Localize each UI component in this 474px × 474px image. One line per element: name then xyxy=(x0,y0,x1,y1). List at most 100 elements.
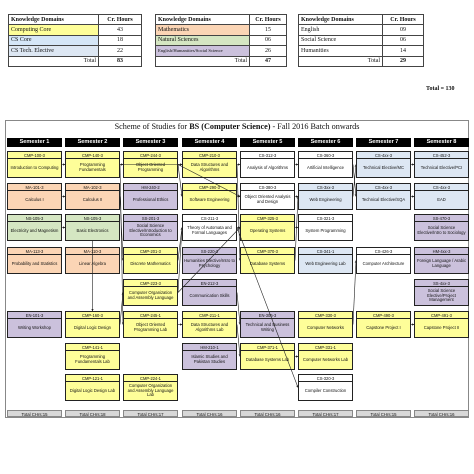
course-name: Operating Systems xyxy=(249,227,286,233)
course-code: CMP-244-3 xyxy=(124,152,177,159)
semester-total-credit-hours: Total CHrs:16 xyxy=(414,410,469,417)
course-code: CS-360-3 xyxy=(299,152,352,159)
course-name: Calculus II xyxy=(82,196,103,202)
table-total-row: Total 83 xyxy=(8,55,142,67)
course-name: Technical Elective/SQA xyxy=(361,196,406,202)
course-name: Technical Elective/MC xyxy=(363,164,404,170)
course-code: CMP-490-3 xyxy=(357,312,410,319)
course-code: HM-240-2 xyxy=(124,184,177,191)
course-code: MA-113-3 xyxy=(8,248,61,255)
table-header-domain: Knowledge Domains xyxy=(8,13,99,26)
hours-cell: 09 xyxy=(382,24,424,36)
table-total-row: Total 47 xyxy=(155,55,287,67)
course-name: Digital Logic Design xyxy=(73,324,111,330)
course-code: SS-470-3 xyxy=(415,215,468,222)
course-code: CMP-371-1 xyxy=(241,344,294,351)
semester-header-2: Semester 2 xyxy=(65,138,120,147)
course-code: CS-4xx-3 xyxy=(415,184,468,191)
course-name: Computer Networks Lab xyxy=(302,356,349,362)
course-name: Data Structures and Algorithms xyxy=(190,162,229,172)
domain-cell: Social Science xyxy=(298,34,383,47)
course-name: Programming Fundamentals xyxy=(79,162,106,172)
course-name: Compiler Construction xyxy=(304,387,347,393)
course-name: Calculus I xyxy=(25,196,44,202)
domain-cell: Natural Sciences xyxy=(155,34,250,47)
course-code: MA-101-3 xyxy=(8,184,61,191)
course-name: EAD xyxy=(437,196,446,202)
semester-total-credit-hours: Total CHrs:17 xyxy=(298,410,353,417)
course-code: CS-321-3 xyxy=(299,215,352,222)
course-code: CMP-370-3 xyxy=(241,248,294,255)
course-code: SS-220-3 xyxy=(183,248,236,255)
course-name: Linear Algebra xyxy=(78,260,106,266)
semester-header-1: Semester 1 xyxy=(7,138,62,147)
table-row: CS Tech. Elective 22 xyxy=(8,45,142,57)
course-code: CS-312-3 xyxy=(241,152,294,159)
course-name: Database Systems xyxy=(249,260,286,266)
semester-total-credit-hours: Total CHrs:15 xyxy=(356,410,411,417)
total-label: Total xyxy=(8,55,99,67)
grand-total: Total = 130 xyxy=(426,86,455,92)
course-name: Object Oriented Analysis and Design xyxy=(244,194,291,204)
table-header-domain: Knowledge Domains xyxy=(155,13,250,26)
course-name: Object Oriented Programming xyxy=(135,162,166,172)
course-name: Basic Electronics xyxy=(76,227,109,233)
course-code: CMP-224-1 xyxy=(124,375,177,382)
course-code: SS-201-3 xyxy=(124,215,177,222)
course-name: Computer Networks xyxy=(306,324,344,330)
total-label: Total xyxy=(298,55,383,67)
course-code: CMP-210-3 xyxy=(183,152,236,159)
course-name: Database Systems Lab xyxy=(245,356,290,362)
course-name: Discrete Mathematics xyxy=(130,260,171,266)
domain-cell: English/Humanities/Social Science xyxy=(155,45,250,57)
domain-cell: Humanities xyxy=(298,45,383,57)
table-total-row: Total 29 xyxy=(298,55,424,67)
semester-total-credit-hours: Total CHrs:15 xyxy=(7,410,62,417)
course-code: CMP-100-3 xyxy=(8,152,61,159)
course-name: Communication Skills xyxy=(189,292,230,298)
course-name: Software Engineering xyxy=(189,196,230,202)
hours-cell: 06 xyxy=(382,34,424,47)
course-code: SS-4xx-3 xyxy=(415,280,468,287)
domain-cell: CS Tech. Elective xyxy=(8,45,99,57)
scheme-title-prefix: Scheme of Studies for xyxy=(114,122,190,131)
summary-table-3: Knowledge Domains Cr. Hours English 09 S… xyxy=(298,13,424,67)
course-code: CMP-140-3 xyxy=(66,152,119,159)
course-code: CMP-160-3 xyxy=(66,312,119,319)
course-code: CS-211-3 xyxy=(183,215,236,222)
scheme-title-suffix: - Fall 2016 Batch onwards xyxy=(270,122,360,131)
course-name: System Programming xyxy=(305,227,346,233)
course-name: Computer Organization and Assembly Langu… xyxy=(127,382,174,398)
course-name: Computer Architecture xyxy=(362,260,405,266)
course-code: CMP-330-3 xyxy=(299,312,352,319)
total-hours: 29 xyxy=(382,55,424,67)
scheme-title-program: BS (Computer Science) xyxy=(189,122,271,131)
course-code: CMP-245-1 xyxy=(124,312,177,319)
course-name: Web Engineering Lab xyxy=(305,260,346,266)
course-name: Social Science Elective/Project Manageme… xyxy=(427,287,456,303)
